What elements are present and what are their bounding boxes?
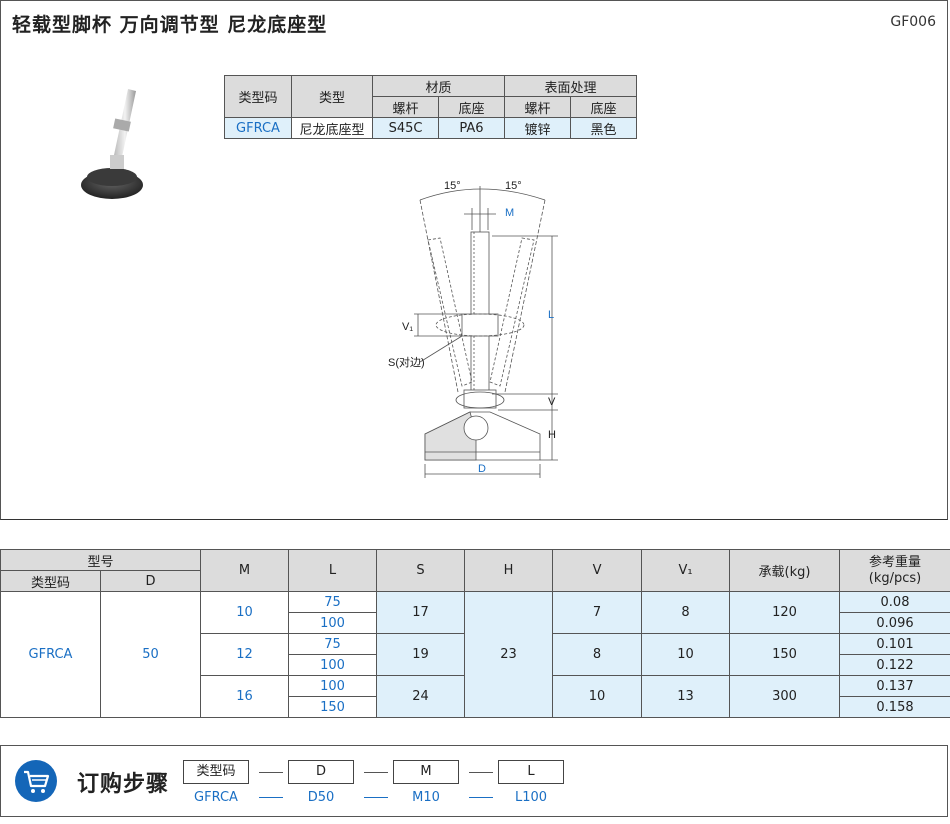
- spec-m: 16: [200, 675, 290, 718]
- mat-header-type: 类型: [291, 75, 373, 118]
- spec-d: 50: [99, 591, 202, 718]
- dim-v-label: V: [548, 396, 556, 408]
- spec-l: 100: [288, 654, 378, 676]
- spec-header-load: 承载(kg): [729, 549, 841, 592]
- order-box-m: M: [393, 760, 459, 784]
- order-value-code: GFRCA: [194, 790, 238, 805]
- spec-header-weight: 参考重量 (kg/pcs): [839, 549, 950, 592]
- spec-weight: 0.122: [839, 654, 950, 676]
- spec-v1: 10: [641, 633, 731, 676]
- mat-screw-material: S45C: [372, 117, 439, 139]
- mat-screw-surface: 镀锌: [504, 117, 571, 139]
- material-table: 类型码 类型 材质 表面处理 螺杆 底座 螺杆 底座 GFRCA 尼龙底座型 S…: [224, 75, 637, 139]
- mat-header-code: 类型码: [224, 75, 292, 118]
- spec-v: 7: [552, 591, 643, 634]
- spec-v: 8: [552, 633, 643, 676]
- mat-header-surface: 表面处理: [504, 75, 637, 97]
- order-value-separator: [364, 797, 388, 798]
- spec-v: 10: [552, 675, 643, 718]
- order-separator: [364, 772, 388, 773]
- angle-right-label: 15°: [505, 180, 522, 192]
- page-title: 轻载型脚杯 万向调节型 尼龙底座型: [12, 14, 328, 36]
- order-separator: [259, 772, 283, 773]
- spec-l: 100: [288, 675, 378, 697]
- order-title: 订购步骤: [77, 772, 170, 797]
- spec-s: 17: [376, 591, 466, 634]
- spec-load: 120: [729, 591, 841, 634]
- spec-header-code: 类型码: [0, 570, 101, 592]
- order-box-code: 类型码: [183, 760, 249, 784]
- dim-h-label: H: [548, 429, 556, 441]
- spec-header-d: D: [99, 570, 202, 592]
- mat-base-surface: 黑色: [570, 117, 637, 139]
- order-box-d: D: [288, 760, 354, 784]
- order-value-l: L100: [514, 790, 548, 805]
- spec-header-m: M: [200, 549, 290, 592]
- technical-drawing: 15° 15° M L V₁ S(对边) V H D: [388, 180, 558, 478]
- product-panel: [0, 0, 948, 520]
- mat-base-material: PA6: [438, 117, 505, 139]
- spec-l: 75: [288, 633, 378, 655]
- angle-left-label: 15°: [444, 180, 461, 192]
- spec-v1: 8: [641, 591, 731, 634]
- spec-h: 23: [464, 591, 554, 718]
- spec-l: 150: [288, 696, 378, 718]
- spec-v1: 13: [641, 675, 731, 718]
- order-panel: 订购步骤 类型码 D M L GFRCA D50 M10 L100: [0, 745, 948, 817]
- spec-weight: 0.158: [839, 696, 950, 718]
- spec-header-model: 型号: [0, 549, 202, 571]
- dim-m-label: M: [505, 207, 514, 219]
- mat-header-base-surface: 底座: [570, 96, 637, 118]
- order-value-m: M10: [412, 790, 440, 805]
- cart-icon: [15, 760, 57, 802]
- spec-weight: 0.08: [839, 591, 950, 613]
- dim-s-label: S(对边): [388, 355, 425, 369]
- spec-header-v: V: [552, 549, 643, 592]
- spec-s: 24: [376, 675, 466, 718]
- order-separator: [469, 772, 493, 773]
- order-value-d: D50: [307, 790, 335, 805]
- spec-s: 19: [376, 633, 466, 676]
- spec-header-l: L: [288, 549, 378, 592]
- spec-header-s: S: [376, 549, 466, 592]
- spec-table: 型号 M L S H V V₁ 承载(kg) 参考重量 (kg/pcs) 类型码…: [0, 549, 950, 718]
- spec-load: 300: [729, 675, 841, 718]
- product-photo: [81, 89, 143, 199]
- spec-l: 100: [288, 612, 378, 634]
- order-box-l: L: [498, 760, 564, 784]
- spec-m: 10: [200, 591, 290, 634]
- product-code: GF006: [890, 14, 936, 30]
- mat-header-base: 底座: [438, 96, 505, 118]
- mat-header-material: 材质: [372, 75, 505, 97]
- spec-weight: 0.101: [839, 633, 950, 655]
- mat-header-screw: 螺杆: [372, 96, 439, 118]
- mat-code: GFRCA: [224, 117, 292, 139]
- spec-code: GFRCA: [0, 591, 101, 718]
- order-value-separator: [469, 797, 493, 798]
- mat-type: 尼龙底座型: [291, 117, 373, 139]
- dim-l-label: L: [548, 309, 554, 321]
- spec-weight: 0.096: [839, 612, 950, 634]
- order-value-separator: [259, 797, 283, 798]
- spec-weight: 0.137: [839, 675, 950, 697]
- spec-load: 150: [729, 633, 841, 676]
- dim-d-label: D: [478, 463, 486, 475]
- spec-l: 75: [288, 591, 378, 613]
- spec-m: 12: [200, 633, 290, 676]
- dim-v1-label: V₁: [402, 321, 413, 333]
- spec-header-v1: V₁: [641, 549, 731, 592]
- mat-header-screw-surface: 螺杆: [504, 96, 571, 118]
- spec-header-h: H: [464, 549, 554, 592]
